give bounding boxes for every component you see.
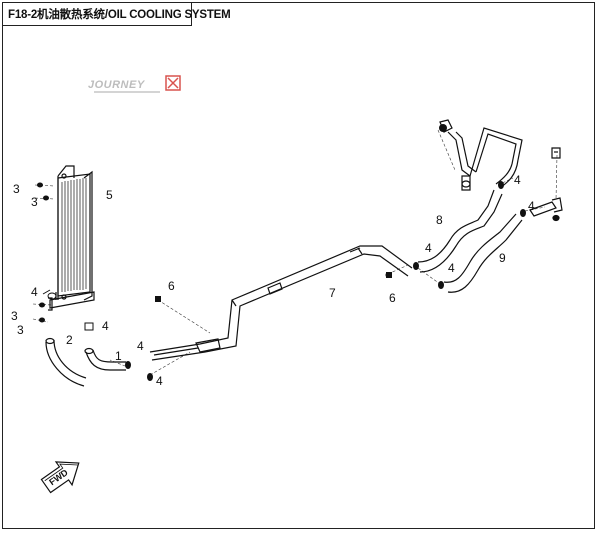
callout-6-b: 6 — [389, 291, 396, 305]
callout-4-a: 4 — [31, 285, 38, 299]
oil-pipe-7 — [149, 245, 413, 361]
callout-3-c: 3 — [11, 309, 18, 323]
callout-7: 7 — [329, 286, 336, 300]
bolts-6 — [155, 272, 392, 302]
journey-watermark: JOURNEY — [88, 75, 181, 93]
diagram-title: F18-2机油散热系统/OIL COOLING SYSTEM — [2, 2, 231, 26]
callout-4-h: 4 — [528, 199, 535, 213]
cooler-bolts — [37, 182, 49, 323]
callout-6-a: 6 — [168, 279, 175, 293]
upper-pipe — [439, 119, 523, 191]
hose-2 — [45, 337, 87, 387]
callout-9: 9 — [499, 251, 506, 265]
callout-4-b: 4 — [102, 319, 109, 333]
oil-cooler — [48, 165, 95, 311]
fwd-arrow-icon: FWD — [40, 461, 80, 494]
watermark-logo-icon — [165, 75, 181, 91]
hose-9 — [443, 213, 523, 293]
callout-3-b: 3 — [31, 195, 38, 209]
callout-4-d: 4 — [156, 374, 163, 388]
clamp-rings — [125, 124, 526, 381]
callout-3-d: 3 — [17, 323, 24, 337]
cooler-clamps — [42, 289, 94, 331]
callout-4-g: 4 — [514, 173, 521, 187]
watermark-text: JOURNEY — [88, 79, 146, 91]
callout-4-f: 4 — [448, 261, 455, 275]
callout-1: 1 — [115, 349, 122, 363]
callout-5: 5 — [106, 188, 113, 202]
callout-4-e: 4 — [425, 241, 432, 255]
callout-4-c: 4 — [137, 339, 144, 353]
leader-lines — [32, 129, 558, 376]
right-fitting — [529, 147, 563, 222]
callout-2: 2 — [66, 333, 73, 347]
callout-3-a: 3 — [13, 182, 20, 196]
hose-1 — [84, 347, 126, 371]
drawing-frame — [2, 2, 595, 529]
callout-labels: 1 2 3 3 3 3 4 4 4 4 4 4 4 4 5 6 6 7 8 9 — [11, 173, 535, 388]
hose-8 — [417, 189, 503, 273]
callout-8: 8 — [436, 213, 443, 227]
